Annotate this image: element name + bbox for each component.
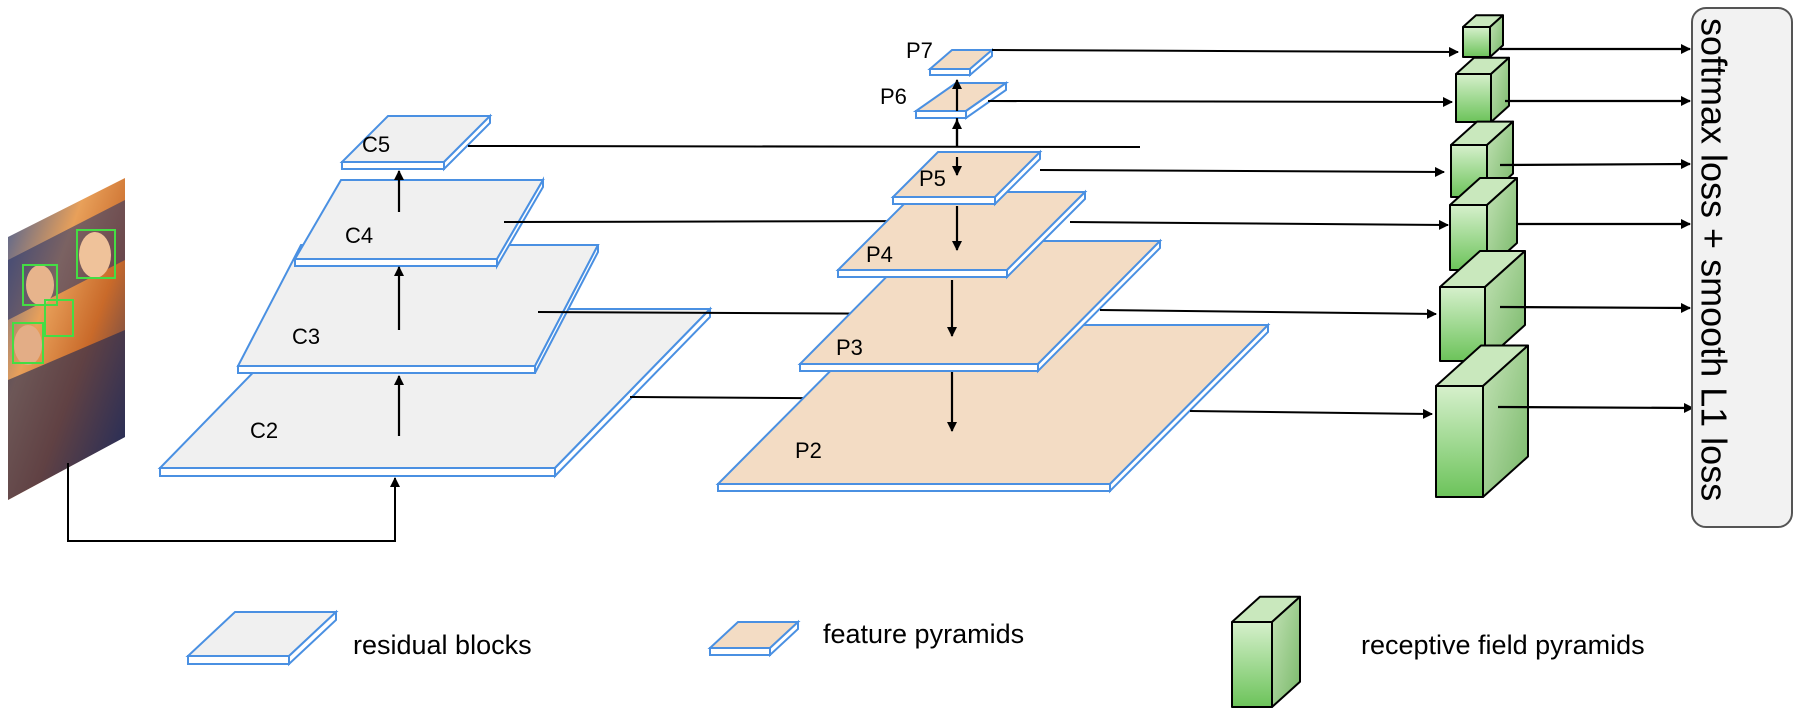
face-box-icon bbox=[22, 264, 58, 306]
legend-cube-icon bbox=[1231, 595, 1301, 708]
c3-label: C3 bbox=[292, 324, 320, 349]
feature-pyramid-p4: P4 bbox=[835, 189, 1088, 280]
p5-label: P5 bbox=[919, 166, 946, 191]
receptive-cube-p4 bbox=[1449, 177, 1518, 271]
input-to-c2-arrow bbox=[67, 463, 400, 542]
input-image bbox=[8, 178, 125, 500]
legend: residual blocks feature pyramids recepti… bbox=[185, 595, 1645, 708]
c2-label: C2 bbox=[250, 418, 278, 443]
legend-feature-swatch bbox=[707, 619, 801, 658]
feature-pyramid-p6: P6 bbox=[880, 81, 1010, 120]
c4-label: C4 bbox=[345, 223, 373, 248]
face-box-icon bbox=[44, 299, 74, 337]
top-down-arrows bbox=[947, 79, 962, 432]
p3-label: P3 bbox=[836, 335, 863, 360]
feature-pyramid-p5: P5 bbox=[890, 149, 1043, 207]
p2-label: P2 bbox=[795, 438, 822, 463]
receptive-cube-p7 bbox=[1462, 14, 1504, 58]
c5-label: C5 bbox=[362, 132, 390, 157]
legend-receptive-label: receptive field pyramids bbox=[1361, 630, 1645, 660]
feature-pyramid-p7: P7 bbox=[906, 38, 995, 78]
residual-block-c5: C5 bbox=[339, 113, 493, 172]
legend-residual-swatch bbox=[185, 609, 339, 667]
face-box-icon bbox=[76, 229, 116, 279]
receptive-cube-p2 bbox=[1435, 344, 1529, 498]
residual-block-c4: C4 bbox=[293, 176, 545, 270]
p6-label: P6 bbox=[880, 84, 907, 109]
p7-label: P7 bbox=[906, 38, 933, 63]
pyramid-to-cube-arrows bbox=[987, 46, 1459, 419]
feature-pyramid-p3: P3 bbox=[797, 238, 1163, 374]
legend-feature-label: feature pyramids bbox=[823, 619, 1024, 649]
receptive-cube-p6 bbox=[1455, 56, 1510, 123]
cube-to-loss-arrows bbox=[1497, 44, 1694, 413]
legend-residual-label: residual blocks bbox=[353, 630, 532, 660]
p4-label: P4 bbox=[866, 242, 893, 267]
loss-box: softmax loss + smooth L1 loss bbox=[1691, 7, 1793, 528]
loss-label: softmax loss + smooth L1 loss bbox=[1694, 18, 1735, 501]
legend-receptive-swatch bbox=[1231, 595, 1301, 708]
face-box-icon bbox=[12, 322, 44, 364]
receptive-field-pyramids bbox=[1435, 14, 1529, 498]
residual-block-c3: C3 bbox=[236, 244, 600, 374]
